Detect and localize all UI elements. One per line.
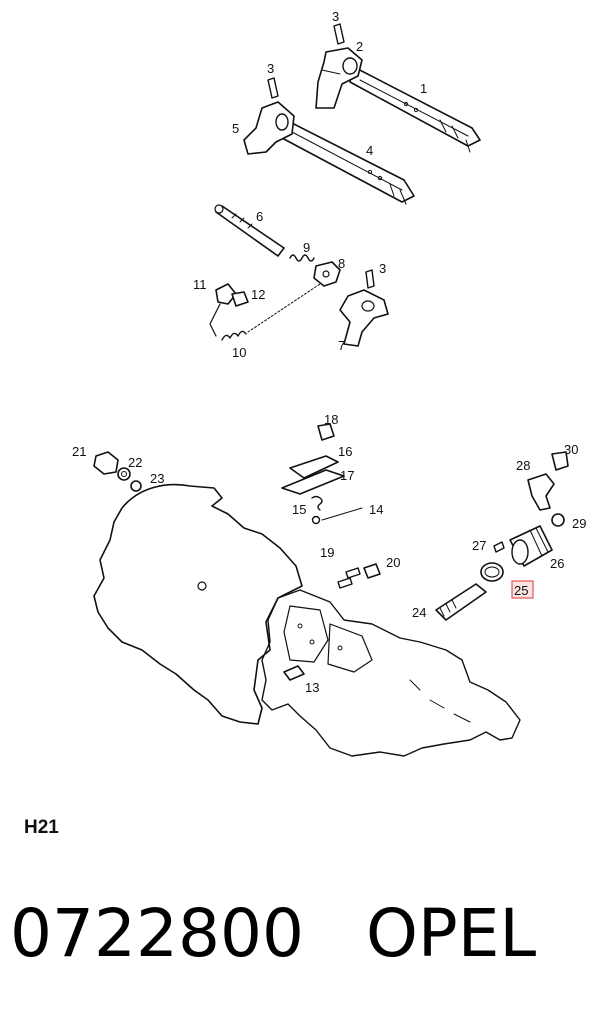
callout-3-mid: 3 [267,61,274,76]
callout-7: 7 [338,338,345,353]
ball-14 [311,507,363,525]
callout-28: 28 [516,458,530,473]
callout-19: 19 [320,545,334,560]
shift-shaft-6 [214,204,285,257]
bolt-13 [283,665,305,681]
exploded-parts-diagram: 1 2 3 3 4 5 6 9 8 3 11 12 7 10 18 16 17 … [72,9,586,757]
callout-21: 21 [72,444,86,459]
roll-pin-3-top [333,23,345,45]
seal-29 [551,513,565,527]
callout-8: 8 [338,256,345,271]
seal-23 [130,480,142,492]
part-number: 0722800 [10,894,304,972]
callout-26: 26 [550,556,564,571]
washer-22 [117,467,131,481]
callout-3-top: 3 [332,9,339,24]
callout-9: 9 [303,240,310,255]
shift-rail-1 [349,65,481,153]
bolt-30 [551,451,569,471]
callout-15: 15 [292,502,306,517]
callout-23: 23 [150,471,164,486]
pins-19 [337,567,361,589]
callout-12: 12 [251,287,265,302]
spring-15 [311,495,323,511]
callout-29: 29 [572,516,586,531]
link-16 [289,455,339,479]
o-ring-25 [480,562,504,582]
clamp-28 [527,473,555,511]
callout-6: 6 [256,209,263,224]
pin-27 [493,541,505,553]
roll-pin-3-mid [267,77,279,99]
callout-18: 18 [324,412,338,427]
speedometer-housing-26 [509,525,553,567]
cup-20 [363,563,381,579]
spring-9 [289,254,315,262]
shift-rail-4 [281,119,415,205]
callout-1: 1 [420,81,427,96]
shift-fork-5 [243,101,295,155]
callout-11: 11 [193,277,207,292]
callout-30: 30 [564,442,578,457]
section-label: H21 [24,817,59,838]
spring-10 [221,283,321,341]
callout-27: 27 [472,538,486,553]
callout-14: 14 [369,502,383,517]
gearbox-housing [93,483,521,757]
callout-5: 5 [232,121,239,136]
callout-16: 16 [338,444,352,459]
callout-22: 22 [128,455,142,470]
callout-labels: 1 2 3 3 4 5 6 9 8 3 11 12 7 10 18 16 17 … [72,9,586,695]
callout-25-highlight-box [511,580,534,599]
roll-pin-3-lower [365,269,375,289]
plate-17 [281,469,345,495]
callout-3-lower: 3 [379,261,386,276]
callout-25: 25 [514,583,528,598]
brand-name: OPEL [365,894,537,972]
interlock-8 [313,261,341,287]
detent-bracket-11 [209,283,237,337]
plug-21 [93,451,119,475]
callout-10: 10 [232,345,246,360]
bolt-12 [231,291,249,307]
callout-4: 4 [366,143,373,158]
callout-2: 2 [356,39,363,54]
callout-13: 13 [305,680,319,695]
cap-18 [317,423,335,441]
speedometer-shaft-24 [435,583,487,621]
callout-24: 24 [412,605,426,620]
shift-fork-2 [315,47,363,109]
callout-17: 17 [340,468,354,483]
shift-fork-7 [339,289,389,347]
part-footer: 0722800 OPEL [10,893,536,973]
callout-20: 20 [386,555,400,570]
